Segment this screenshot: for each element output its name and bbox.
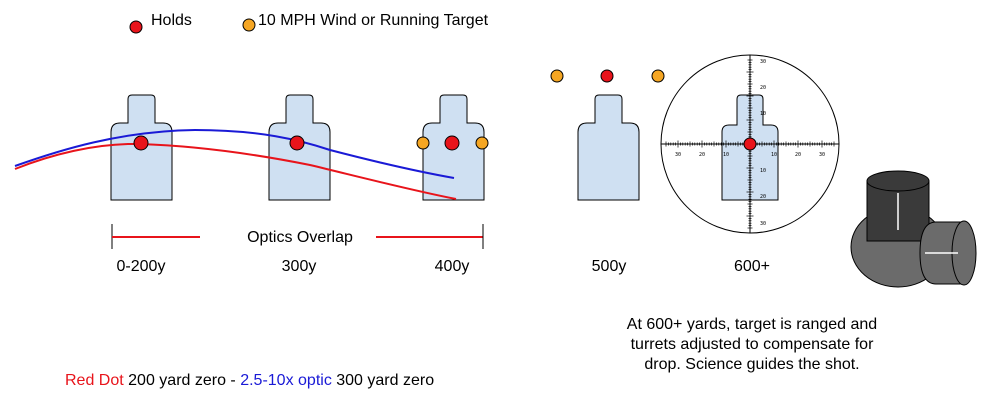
note-line-1: At 600+ yards, target is ranged and xyxy=(627,316,877,333)
wind-legend-label: 10 MPH Wind or Running Target xyxy=(258,12,489,29)
elevation-turret-top xyxy=(866,170,930,192)
tick-label-left-30: 30 xyxy=(675,152,681,158)
note-line-3: drop. Science guides the shot. xyxy=(644,356,859,373)
optic-zero: 300 yard zero xyxy=(332,372,434,389)
wind-dot-500y-right xyxy=(651,69,665,83)
tick-label-top-10: 10 xyxy=(760,111,766,117)
note-line-2: turrets adjusted to compensate for xyxy=(631,336,874,353)
target-label-0-200y: 0-200y xyxy=(117,258,166,275)
reticle-ticks xyxy=(665,59,835,229)
target-500y xyxy=(577,94,640,201)
tick-label-right-30: 30 xyxy=(819,152,825,158)
tick-label-left-20: 20 xyxy=(699,152,705,158)
target-label-500y: 500y xyxy=(592,258,627,275)
tick-label-bottom-30: 30 xyxy=(760,221,766,227)
wind-dot-400y-left xyxy=(416,136,430,150)
target-label-400y: 400y xyxy=(435,258,470,275)
tick-label-top-20: 20 xyxy=(760,85,766,91)
tick-label-bottom-10: 10 xyxy=(760,168,766,174)
hold-dot-400y xyxy=(444,135,460,151)
hold-dot-500y xyxy=(600,69,614,83)
target-label-600plus: 600+ xyxy=(734,258,770,275)
wind-dot-400y-right xyxy=(475,136,489,150)
optic-trajectory xyxy=(14,128,455,179)
tick-label-left-10: 10 xyxy=(723,152,729,158)
hold-dot-0-200y xyxy=(133,135,149,151)
optic-label: 2.5-10x optic xyxy=(240,372,332,389)
red-dot-zero: 200 yard zero - xyxy=(124,372,241,389)
overlap-label: Optics Overlap xyxy=(247,229,353,246)
scope-reticle: 30 20 10 10 20 30 30 20 10 10 20 30 xyxy=(660,54,840,234)
holds-legend-dot xyxy=(129,20,143,34)
hold-dot-600plus xyxy=(743,137,757,151)
tick-label-right-10: 10 xyxy=(771,152,777,158)
tick-label-top-30: 30 xyxy=(760,59,766,65)
holds-legend-label: Holds xyxy=(151,12,192,29)
hold-dot-300y xyxy=(289,135,305,151)
wind-dot-500y-left xyxy=(550,69,564,83)
target-label-300y: 300y xyxy=(282,258,317,275)
wind-legend-dot xyxy=(242,18,256,32)
tick-label-right-20: 20 xyxy=(795,152,801,158)
zero-description: Red Dot 200 yard zero - 2.5-10x optic 30… xyxy=(65,372,434,389)
red-dot-label: Red Dot xyxy=(65,372,124,389)
tick-label-bottom-20: 20 xyxy=(760,194,766,200)
turret-knob-illustration xyxy=(850,170,977,288)
red-dot-trajectory xyxy=(14,142,457,200)
